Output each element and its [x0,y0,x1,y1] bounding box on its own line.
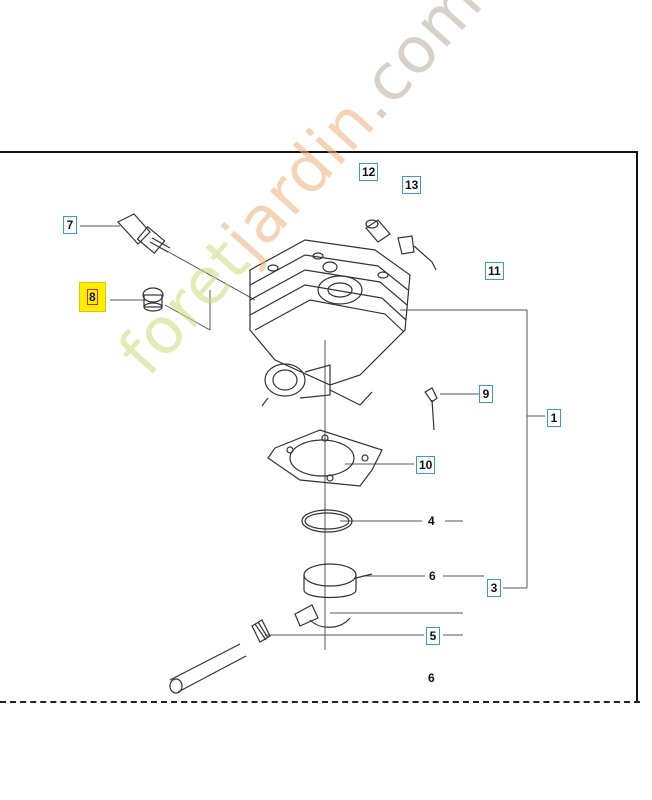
piston-part [303,563,373,599]
callout-3[interactable]: 3 [487,579,501,597]
spark-plug-part [117,213,171,255]
valve-part [397,235,437,271]
callout-5[interactable]: 5 [426,627,440,645]
callout-6-upper[interactable]: 6 [429,569,436,583]
callout-12[interactable]: 12 [359,163,379,181]
plug-part [142,287,164,312]
cap-part [365,219,391,243]
callout-11[interactable]: 11 [485,262,504,280]
gasket-part [267,429,383,487]
callout-7[interactable]: 7 [63,216,77,234]
frame-bottom-border [0,701,640,703]
callout-1[interactable]: 1 [547,409,561,427]
cylinder-part [249,239,411,407]
piston-ring-part [301,509,353,533]
bearing-part [169,604,351,694]
leader-lines [80,225,545,650]
callout-9[interactable]: 9 [479,385,493,403]
callout-8-label: 8 [87,289,98,305]
diagram-frame [0,151,638,702]
callout-10[interactable]: 10 [416,456,436,474]
pin-part [424,387,438,431]
callout-4[interactable]: 4 [428,514,435,528]
callout-6-lower[interactable]: 6 [428,671,435,685]
callout-13[interactable]: 13 [402,176,422,194]
callout-8-highlighted[interactable]: 8 [79,282,106,312]
